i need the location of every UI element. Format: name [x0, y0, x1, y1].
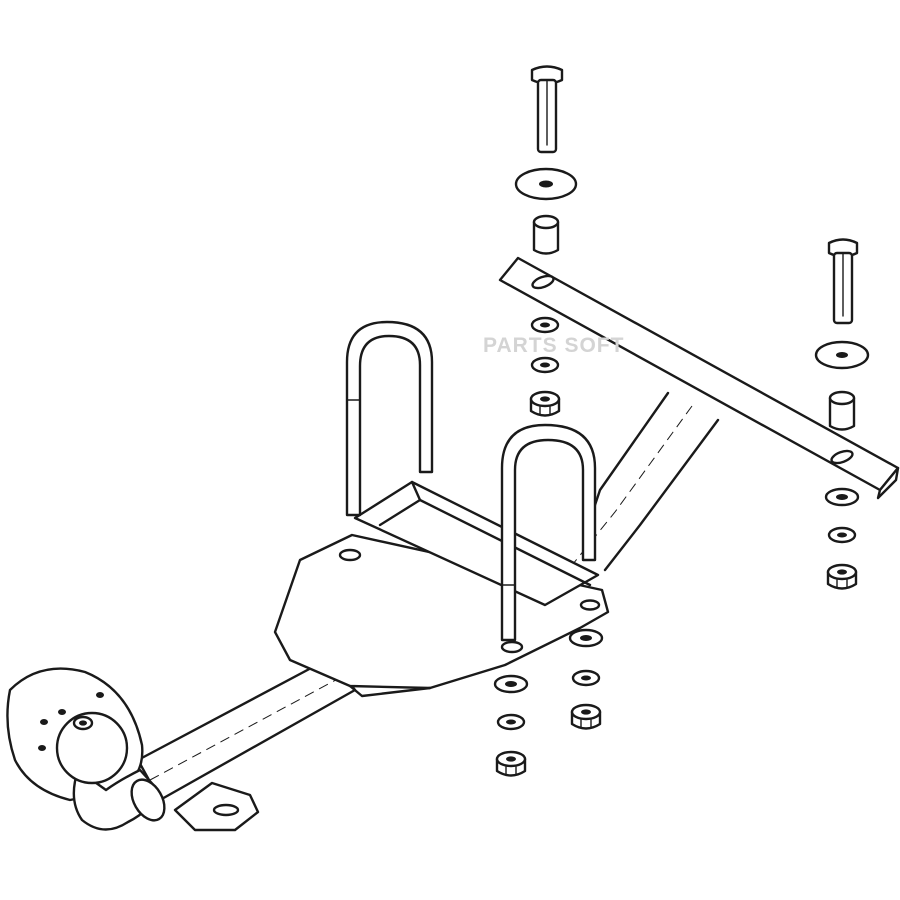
hex-bolt: [530, 65, 564, 154]
tow-ball: [55, 711, 129, 785]
spacer-sleeve: [828, 390, 856, 431]
lock-washer: [496, 713, 526, 731]
hex-nut: [826, 563, 858, 590]
hex-nut: [495, 750, 527, 777]
hex-nut: [570, 703, 602, 730]
angle-channel: [353, 480, 600, 607]
flat-washer: [568, 628, 604, 648]
flat-washer: [493, 674, 529, 694]
flat-washer: [824, 487, 860, 507]
hex-nut: [529, 390, 561, 417]
lock-washer: [530, 316, 560, 334]
watermark-text: PARTS SOFT: [483, 334, 624, 357]
u-bolt: [345, 320, 434, 517]
spacer-sleeve: [532, 214, 560, 255]
tow-ball-neck: [72, 768, 166, 831]
flat-washer: [514, 167, 578, 201]
rear-bracket-bar: [498, 256, 900, 500]
lock-washer: [571, 669, 601, 687]
u-bolt: [500, 423, 597, 642]
flat-washer: [814, 340, 870, 370]
hex-bolt: [827, 238, 859, 325]
lock-washer: [827, 526, 857, 544]
lock-washer: [530, 356, 560, 374]
bracket-tab: [173, 781, 260, 832]
